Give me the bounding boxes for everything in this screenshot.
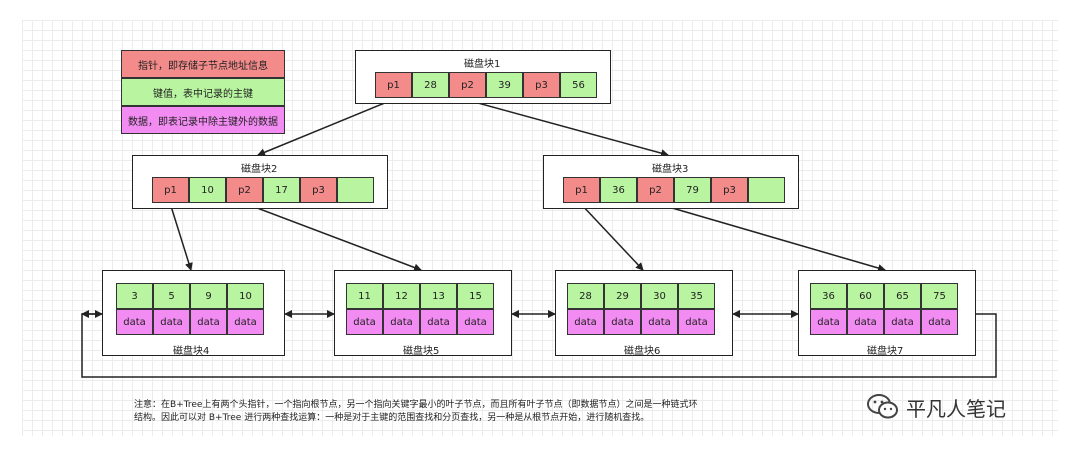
wechat-icon — [867, 394, 898, 419]
b3-cell-5 — [748, 177, 785, 203]
b3-cell-4: p3 — [711, 177, 748, 203]
b6-data-0: data — [567, 309, 604, 335]
arrow-b1-p1-to-b2 — [257, 99, 393, 157]
disk-block-4: 3 5 9 10 data data data data 磁盘块4 — [102, 270, 285, 357]
disk-block-5: 11 12 13 15 data data data data 磁盘块5 — [334, 270, 512, 357]
b4-key-3: 10 — [227, 283, 264, 309]
b6-data-2: data — [641, 309, 678, 335]
b5-key-0: 11 — [346, 283, 383, 309]
b3-cell-0: p1 — [563, 177, 600, 203]
b7-data-2: data — [884, 309, 921, 335]
b7-key-0: 36 — [810, 283, 847, 309]
b5-data-0: data — [346, 309, 383, 335]
arrow-b2-p1-to-b4 — [169, 202, 193, 271]
b2-cell-4: p3 — [300, 177, 337, 203]
disk-block-1-title: 磁盘块1 — [464, 59, 501, 70]
note-line-1: 注意：在B+Tree上有两个头指针，一个指向根节点，另一个指向关键字最小的叶子节… — [134, 400, 698, 410]
disk-block-2: 磁盘块2 p1 10 p2 17 p3 — [132, 155, 388, 209]
legend-data: 数据，即表记录中除主键外的数据 — [121, 106, 285, 134]
b3-cell-1: 36 — [600, 177, 637, 203]
disk-block-5-title: 磁盘块5 — [403, 346, 440, 357]
b7-key-2: 65 — [884, 283, 921, 309]
disk-block-7: 36 60 65 75 data data data data 磁盘块7 — [798, 270, 976, 357]
b7-key-1: 60 — [847, 283, 884, 309]
b6-key-2: 30 — [641, 283, 678, 309]
b1-cell-0: p1 — [375, 72, 412, 98]
b5-key-3: 15 — [457, 283, 494, 309]
b1-cell-4: p3 — [523, 72, 560, 98]
b7-data-3: data — [921, 309, 958, 335]
b5-key-2: 13 — [420, 283, 457, 309]
b7-key-3: 75 — [921, 283, 958, 309]
b2-cell-5 — [337, 177, 374, 203]
disk-block-6-title: 磁盘块6 — [624, 346, 661, 357]
b6-key-0: 28 — [567, 283, 604, 309]
legend-key: 键值，表中记录的主键 — [121, 78, 285, 106]
b7-data-1: data — [847, 309, 884, 335]
disk-block-6: 28 29 30 35 data data data data 磁盘块6 — [555, 270, 733, 357]
b5-data-3: data — [457, 309, 494, 335]
disk-block-1: 磁盘块1 p1 28 p2 39 p3 56 — [355, 50, 611, 104]
brand-watermark: 平凡人笔记 — [866, 392, 1006, 422]
b5-data-1: data — [383, 309, 420, 335]
b5-data-2: data — [420, 309, 457, 335]
b4-data-0: data — [116, 309, 153, 335]
disk-block-7-title: 磁盘块7 — [867, 346, 904, 357]
b2-cell-1: 10 — [189, 177, 226, 203]
b7-data-0: data — [810, 309, 847, 335]
arrow-b2-p2-to-b5 — [243, 202, 422, 272]
b6-data-3: data — [678, 309, 715, 335]
b3-cell-2: p2 — [637, 177, 674, 203]
b4-data-2: data — [190, 309, 227, 335]
b2-cell-3: 17 — [263, 177, 300, 203]
b6-key-1: 29 — [604, 283, 641, 309]
b6-key-3: 35 — [678, 283, 715, 309]
b4-key-2: 9 — [190, 283, 227, 309]
b3-cell-3: 79 — [674, 177, 711, 203]
disk-block-2-title: 磁盘块2 — [241, 164, 278, 175]
b1-cell-2: p2 — [449, 72, 486, 98]
arrow-b3-p1-to-b6 — [579, 202, 644, 271]
arrow-b3-p2-to-b7 — [654, 202, 886, 272]
note-text: 注意：在B+Tree上有两个头指针，一个指向根节点，另一个指向关键字最小的叶子节… — [134, 399, 754, 425]
disk-block-3: 磁盘块3 p1 36 p2 79 p3 — [543, 155, 799, 209]
b6-data-1: data — [604, 309, 641, 335]
b5-key-1: 12 — [383, 283, 420, 309]
b1-cell-1: 28 — [412, 72, 449, 98]
b4-key-1: 5 — [153, 283, 190, 309]
arrow-b1-p2-to-b3 — [466, 99, 669, 158]
disk-block-4-title: 磁盘块4 — [173, 346, 210, 357]
legend-pointer: 指针，即存储子节点地址信息 — [121, 50, 285, 78]
b2-cell-0: p1 — [152, 177, 189, 203]
b4-data-3: data — [227, 309, 264, 335]
b4-data-1: data — [153, 309, 190, 335]
brand-name: 平凡人笔记 — [906, 396, 1006, 421]
b2-cell-2: p2 — [226, 177, 263, 203]
b1-cell-3: 39 — [486, 72, 523, 98]
b4-key-0: 3 — [116, 283, 153, 309]
disk-block-3-title: 磁盘块3 — [652, 164, 689, 175]
note-line-2: 结构。因此可以对 B+Tree 进行两种查找运算：一种是对于主键的范围查找和分页… — [134, 413, 650, 423]
b1-cell-5: 56 — [560, 72, 597, 98]
